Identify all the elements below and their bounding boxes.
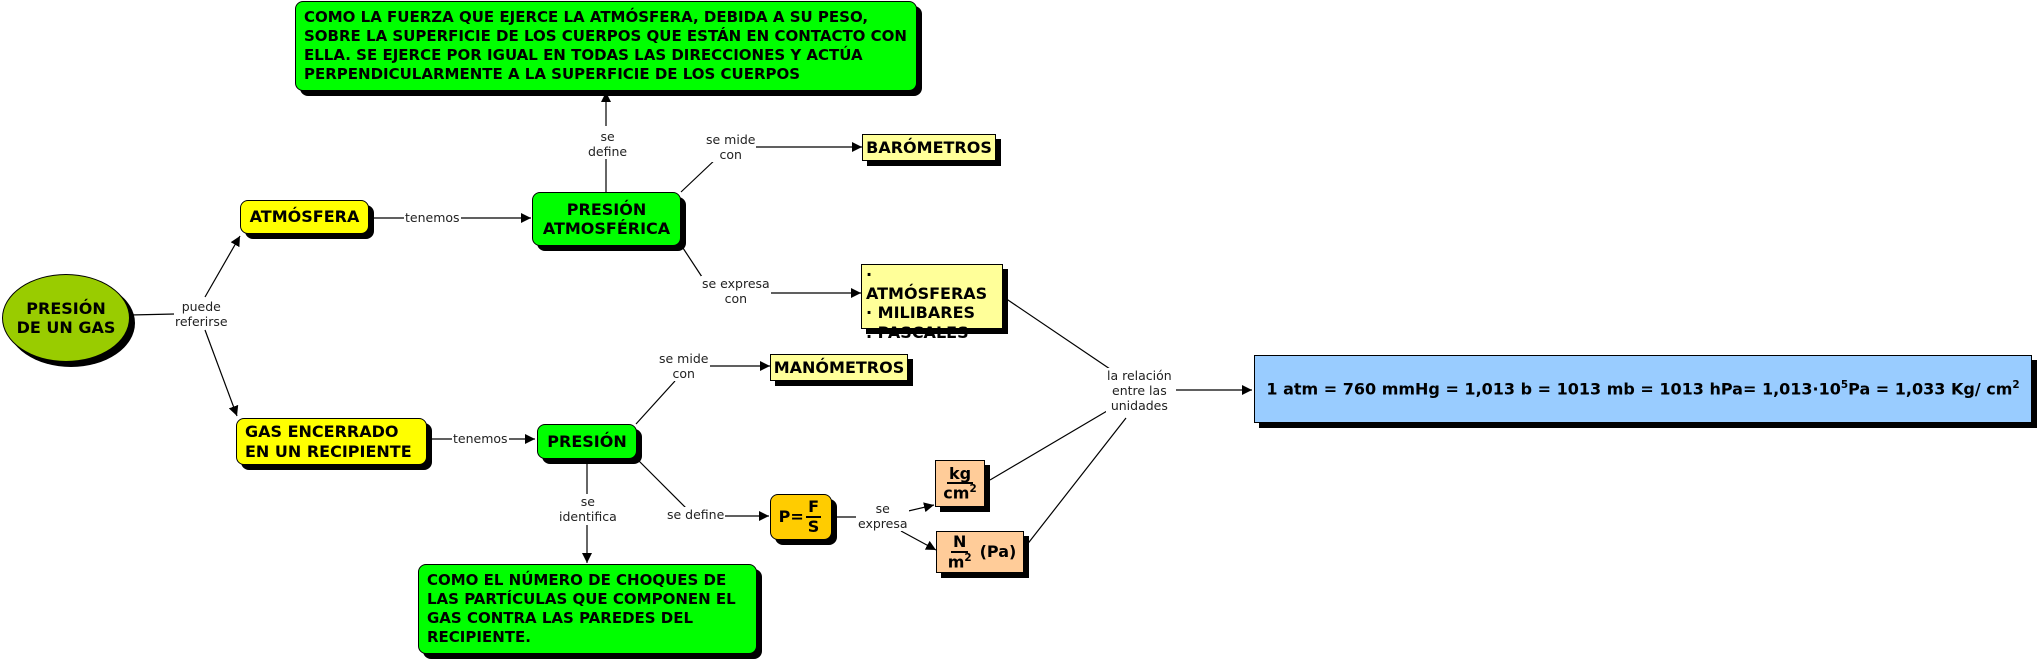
link-label-puede-referirse: puede referirse <box>174 299 229 329</box>
link-label-se-define-1: se define <box>587 129 629 159</box>
node-definicion-gas-text: COMO EL NÚMERO DE CHOQUES DE LAS PARTÍCU… <box>427 570 736 647</box>
link-seexpresa-kg <box>903 502 935 513</box>
unidades-item: · ATMÓSFERAS <box>866 265 988 304</box>
link-presion-semide <box>635 380 676 425</box>
node-definicion-atmosferica-text: COMO LA FUERZA QUE EJERCE LA ATMÓSFERA, … <box>304 7 907 84</box>
root-label: PRESIÓN DE UN GAS <box>16 298 116 337</box>
unidades-item: . PASCALES <box>866 322 969 342</box>
link-label-se-mide-con-2: se mide con <box>658 351 710 381</box>
link-seexpresa-n <box>900 530 937 551</box>
node-barometros-label: BARÓMETROS <box>866 137 992 157</box>
link-label-se-define-2: se define <box>666 507 726 522</box>
link-puede-atmosfera <box>204 235 241 298</box>
link-label-se-expresa-con: se expresa con <box>701 276 771 306</box>
link-kg-relacion <box>989 410 1108 481</box>
node-n-m2-pa[interactable]: N m2 (Pa) <box>936 531 1024 573</box>
node-presion[interactable]: PRESIÓN <box>537 424 637 459</box>
n-m2-suffix: (Pa) <box>979 542 1017 562</box>
link-label-relacion: la relación entre las unidades <box>1106 368 1173 413</box>
node-kg-cm2[interactable]: kg cm2 <box>935 460 985 507</box>
node-manometros-label: MANÓMETROS <box>773 357 905 377</box>
formula-fraction: F S <box>806 497 822 536</box>
link-label-se-mide-con-1: se mide con <box>705 132 757 162</box>
link-label-se-expresa: se expresa <box>857 501 909 531</box>
node-presion-atmosferica-label: PRESIÓN ATMOSFÉRICA <box>542 199 671 238</box>
kg-cm2-fraction: kg cm2 <box>943 463 977 503</box>
node-barometros[interactable]: BARÓMETROS <box>862 134 996 161</box>
node-presion-label: PRESIÓN <box>547 431 627 451</box>
node-definicion-gas[interactable]: COMO EL NÚMERO DE CHOQUES DE LAS PARTÍCU… <box>418 564 757 654</box>
link-presion-atm-semide <box>680 156 719 193</box>
root-node-presion-de-un-gas[interactable]: PRESIÓN DE UN GAS <box>2 274 130 362</box>
node-gas-encerrado[interactable]: GAS ENCERRADO EN UN RECIPIENTE <box>236 418 427 465</box>
link-unidades-relacion <box>1004 297 1111 370</box>
n-m2-fraction: N m2 <box>947 532 972 572</box>
node-formula[interactable]: P= F S <box>770 494 832 540</box>
node-atmosfera[interactable]: ATMÓSFERA <box>240 200 369 234</box>
link-puede-gas <box>204 329 239 417</box>
link-label-se-identifica: se identifica <box>558 494 618 524</box>
equivalencias-text: 1 atm = 760 mmHg = 1,013 b = 1013 mb = 1… <box>1266 379 2020 399</box>
node-atmosfera-label: ATMÓSFERA <box>249 207 360 227</box>
link-presion-sedefine <box>636 458 689 511</box>
node-unidades-list[interactable]: · ATMÓSFERAS · MILIBARES . PASCALES <box>861 264 1003 342</box>
link-presion-atm-seexpresa <box>680 244 705 281</box>
formula-lhs: P= <box>778 507 804 527</box>
link-root-puede <box>129 313 176 316</box>
node-definicion-atmosferica[interactable]: COMO LA FUERZA QUE EJERCE LA ATMÓSFERA, … <box>295 1 917 91</box>
link-n-relacion <box>1025 417 1127 547</box>
node-manometros[interactable]: MANÓMETROS <box>770 354 908 381</box>
link-label-tenemos-1: tenemos <box>404 210 461 225</box>
node-gas-encerrado-label: GAS ENCERRADO EN UN RECIPIENTE <box>245 422 412 461</box>
link-label-tenemos-2: tenemos <box>452 431 509 446</box>
unidades-item: · MILIBARES <box>866 303 976 323</box>
node-presion-atmosferica[interactable]: PRESIÓN ATMOSFÉRICA <box>532 192 681 246</box>
node-equivalencias[interactable]: 1 atm = 760 mmHg = 1,013 b = 1013 mb = 1… <box>1254 355 2032 423</box>
